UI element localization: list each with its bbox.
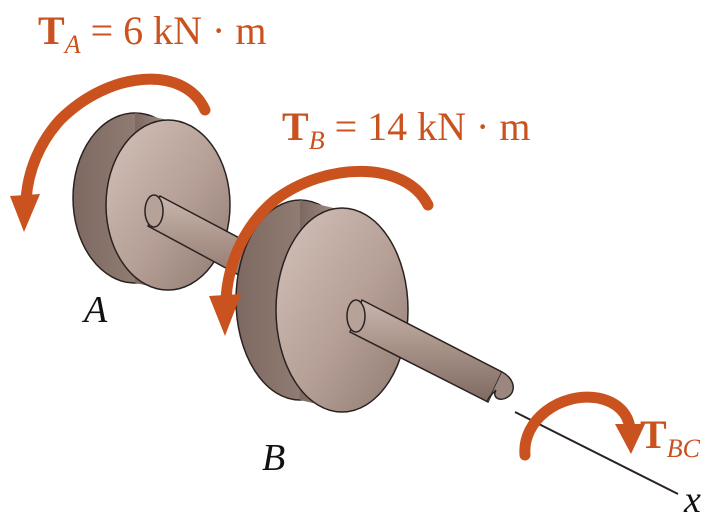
shaft-ab-end: [144, 194, 164, 228]
x-axis-label: x: [683, 479, 701, 520]
torque-arrow-bc: [519, 391, 645, 461]
point-label-a: A: [81, 289, 108, 331]
torque-arrow-a: [10, 73, 211, 232]
torque-label-bc: TBC: [640, 412, 701, 463]
shaft-bc-start: [346, 299, 366, 333]
torque-arrow-b: [209, 165, 434, 336]
shaft-break-end: [486, 371, 514, 403]
point-label-b: B: [262, 437, 285, 479]
torque-label-b: TB = 14 kN · m: [282, 104, 530, 155]
disk-b: [235, 199, 409, 413]
torque-label-a: TA = 6 kN · m: [38, 8, 266, 59]
disk-a: [72, 112, 231, 291]
x-axis-line: [514, 411, 679, 495]
